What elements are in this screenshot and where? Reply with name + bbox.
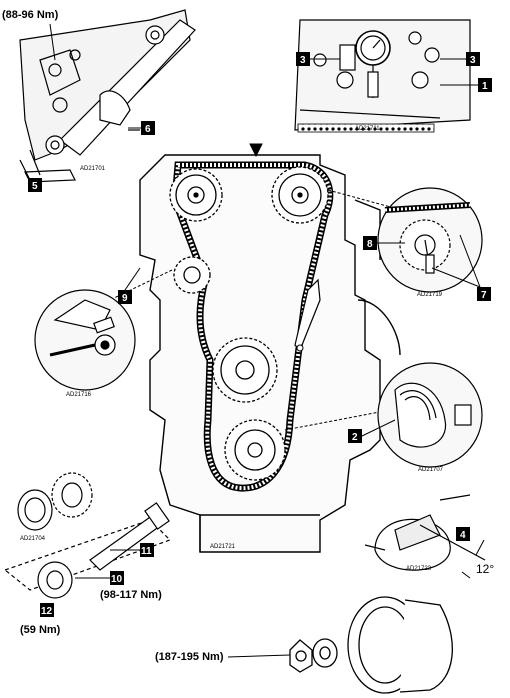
- inset-crank-parts: [3, 472, 172, 599]
- leader-torque-top: [49, 23, 56, 61]
- leader-pulley-bolt: [227, 654, 291, 658]
- callout-1: 1: [440, 78, 492, 92]
- code-h: AD21723: [406, 566, 432, 572]
- inset-crank-pulley: [377, 362, 483, 468]
- svg-text:5: 5: [32, 181, 38, 192]
- callout-11: 11: [110, 543, 154, 557]
- svg-text:12: 12: [41, 606, 53, 617]
- inset-dial-gauge: [294, 19, 471, 131]
- code-d: AD21716: [66, 392, 92, 398]
- exhaust-cam-sprocket: [169, 168, 223, 222]
- inset-camshaft-tool: [19, 9, 196, 183]
- svg-text:3: 3: [300, 55, 306, 66]
- callout-3-left: 3: [296, 52, 340, 66]
- svg-text:4: 4: [460, 530, 466, 541]
- idler-sprocket: [212, 337, 278, 403]
- belt-inner: [172, 163, 332, 491]
- code-g: AD21721: [210, 544, 236, 550]
- angle-arrow-b: [461, 571, 471, 579]
- angle-arrow-a: [475, 539, 485, 556]
- code-b: AD21711: [355, 126, 380, 132]
- inset-timing-disc: [364, 494, 486, 571]
- torque-pulley-bolt: (187-195 Nm): [155, 651, 224, 663]
- torque-top-left: (88-96 Nm): [2, 9, 59, 21]
- crank-pulley-exploded: [289, 596, 453, 694]
- callout-10: 10: [75, 571, 124, 585]
- code-c: AD21719: [417, 292, 443, 298]
- guide-bolt: [296, 344, 304, 352]
- callout-4: 4: [456, 527, 470, 541]
- angle-label: 12°: [476, 562, 494, 576]
- inset-tensioner: [34, 289, 136, 391]
- svg-text:10: 10: [111, 574, 123, 585]
- tdc-arrow-icon: [249, 143, 263, 158]
- leader-to-crank-inset: [284, 409, 391, 431]
- callout-8: 8: [363, 236, 405, 250]
- code-f: AD21704: [20, 536, 46, 542]
- chain-guide: [294, 278, 321, 352]
- svg-text:9: 9: [122, 293, 128, 304]
- callout-7: 7: [431, 234, 491, 301]
- callout-6: 6: [128, 121, 155, 135]
- svg-text:11: 11: [141, 546, 152, 557]
- svg-text:2: 2: [352, 432, 358, 443]
- svg-text:3: 3: [470, 55, 476, 66]
- torque-item12: (59 Nm): [20, 624, 61, 636]
- callout-12: 12: [40, 603, 54, 617]
- crank-sprocket: [224, 419, 286, 481]
- leader-to-cam-inset: [327, 189, 421, 216]
- svg-text:8: 8: [367, 239, 373, 250]
- svg-text:6: 6: [145, 124, 151, 135]
- svg-text:1: 1: [482, 81, 488, 92]
- callout-2: 2: [348, 419, 396, 443]
- torque-item10: (98-117 Nm): [100, 589, 162, 601]
- tensioner-sprocket: [173, 256, 211, 294]
- callout-9: 9: [118, 267, 141, 304]
- inset-cam-sprocket: [377, 187, 483, 293]
- top-right-chain: [297, 123, 435, 133]
- intake-cam-sprocket: [271, 166, 329, 224]
- code-a: AD21701: [80, 166, 106, 172]
- svg-text:7: 7: [481, 290, 487, 301]
- callout-3-right: 3: [440, 52, 480, 66]
- callout-5: 5: [28, 178, 42, 192]
- code-e: AD21707: [418, 467, 444, 473]
